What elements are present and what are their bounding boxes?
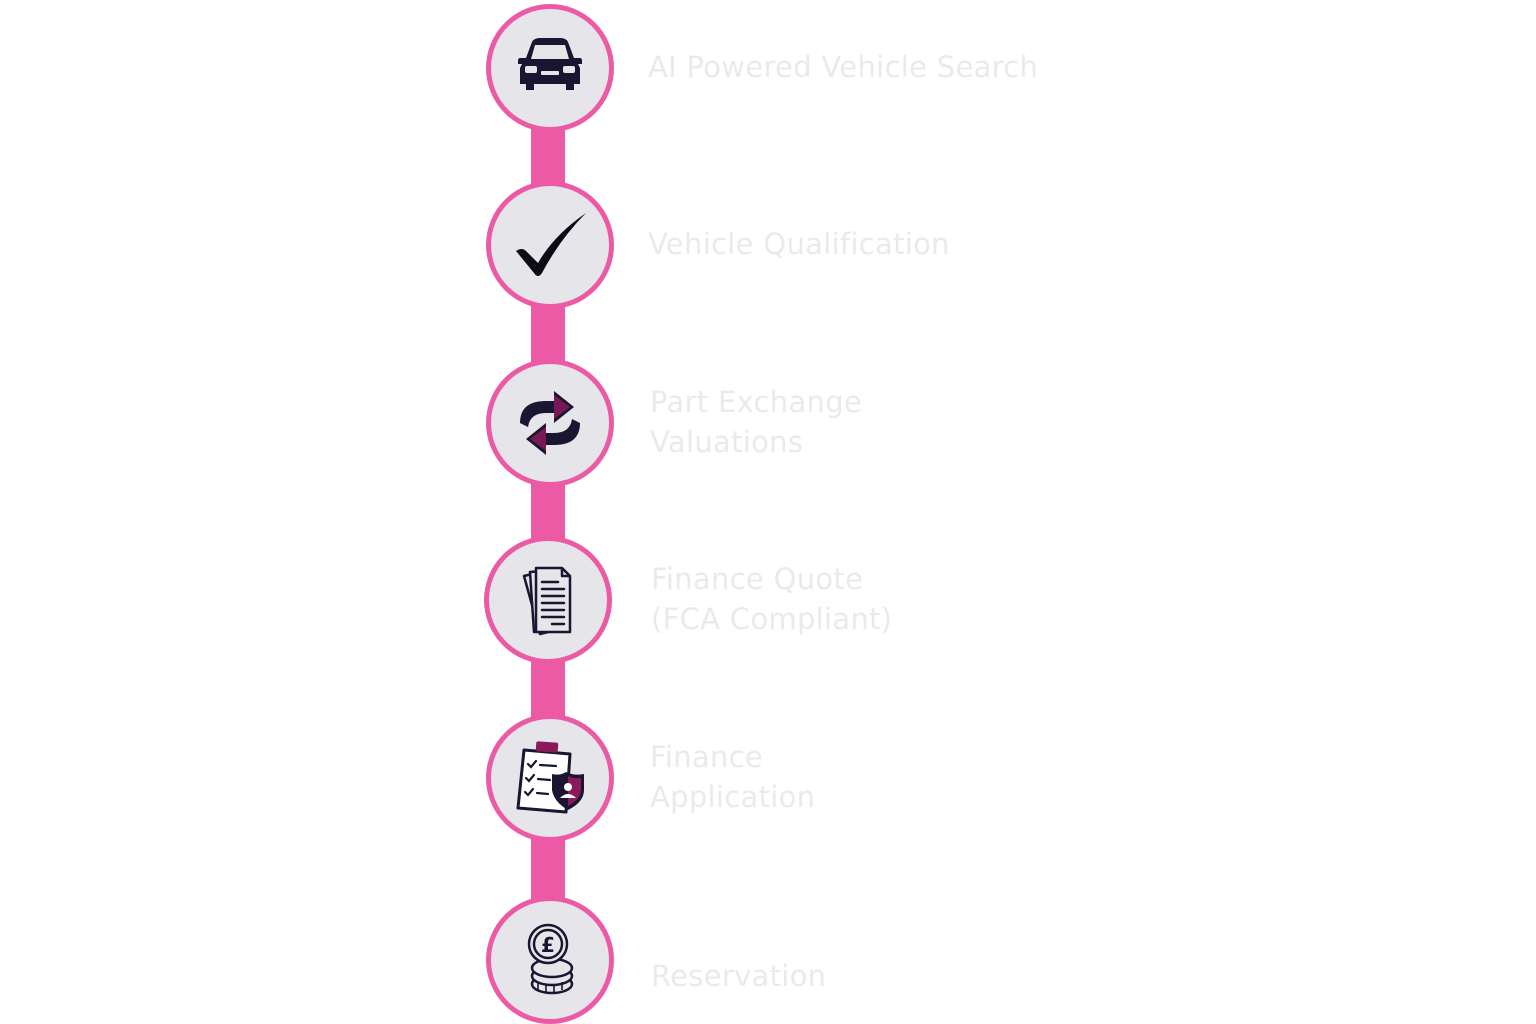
exchange-arrows-icon [510, 383, 590, 463]
connector [531, 302, 565, 364]
svg-text:£: £ [541, 933, 555, 957]
car-icon [510, 28, 590, 108]
connector [531, 834, 565, 902]
connector [531, 657, 565, 719]
step-label-vehicle-qualification: Vehicle Qualification [648, 227, 950, 261]
step-node-vehicle-search [486, 4, 614, 132]
step-node-vehicle-qualification [486, 181, 614, 309]
documents-icon [508, 560, 588, 640]
step-node-finance-application [486, 714, 614, 842]
step-label-vehicle-search: AI Powered Vehicle Search [648, 50, 1039, 84]
checkmark-icon [510, 205, 590, 285]
step-label-part-exchange: Part Exchange Valuations [650, 385, 863, 459]
step-label-finance-application: Finance Application [650, 740, 816, 814]
step-label-finance-quote: Finance Quote (FCA Compliant) [651, 562, 893, 636]
step-node-part-exchange [486, 359, 614, 487]
connector [531, 480, 565, 542]
step-node-finance-quote [484, 536, 612, 664]
connector [531, 125, 565, 187]
step-node-reservation: £ [486, 896, 614, 1024]
pound-coins-icon: £ [510, 920, 590, 1000]
clipboard-shield-icon [510, 738, 590, 818]
step-label-reservation: Reservation [651, 959, 827, 993]
